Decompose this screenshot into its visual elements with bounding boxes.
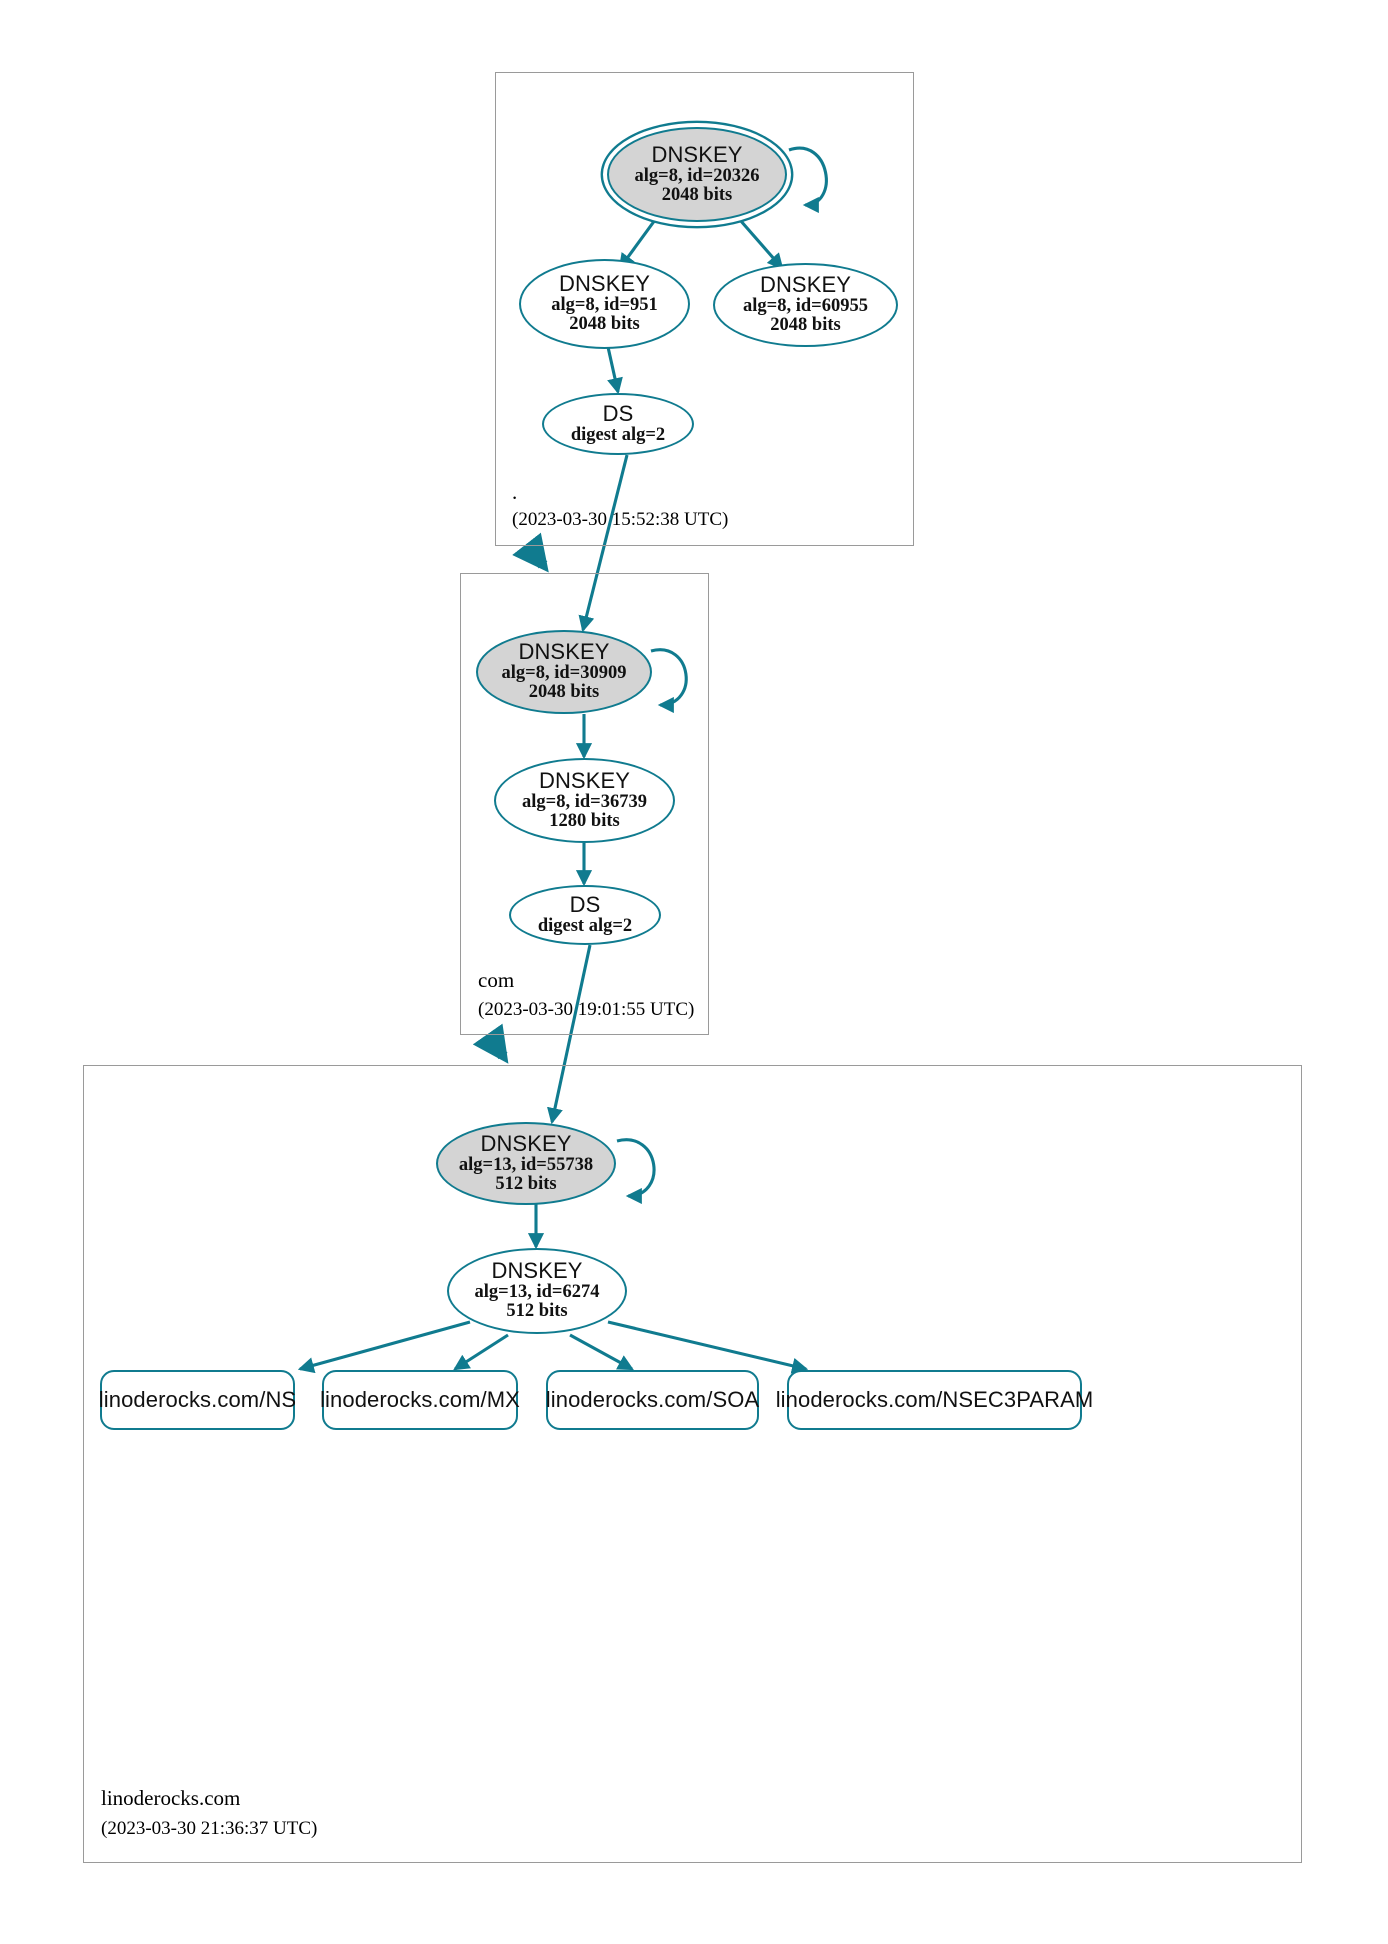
node-com-ksk-30909[interactable]: DNSKEY alg=8, id=30909 2048 bits: [476, 630, 652, 714]
node-size: 1280 bits: [549, 810, 620, 831]
node-size: 2048 bits: [569, 314, 640, 335]
node-root-zsk-951[interactable]: DNSKEY alg=8, id=951 2048 bits: [519, 259, 690, 349]
node-lr-zsk-6274[interactable]: DNSKEY alg=13, id=6274 512 bits: [447, 1248, 627, 1334]
node-title: DS: [569, 891, 601, 917]
node-size: 512 bits: [506, 1301, 568, 1322]
node-detail: alg=8, id=951: [551, 295, 658, 316]
rrset-label: linoderocks.com/MX: [320, 1386, 520, 1412]
node-title: DNSKEY: [651, 141, 743, 167]
edge-delegation-root-to-com: [512, 532, 549, 573]
rrset-label: linoderocks.com/NSEC3PARAM: [775, 1386, 1094, 1412]
node-com-ds[interactable]: DS digest alg=2: [509, 885, 661, 945]
node-title: DNSKEY: [480, 1130, 572, 1156]
node-size: 2048 bits: [528, 682, 600, 703]
node-detail: alg=8, id=60955: [743, 296, 868, 317]
node-detail: digest alg=2: [570, 424, 666, 445]
node-detail: alg=13, id=6274: [474, 1282, 600, 1303]
node-title: DNSKEY: [518, 639, 610, 665]
node-size: 2048 bits: [770, 315, 841, 336]
node-size: 2048 bits: [661, 184, 733, 205]
zone-box-linoderocks: [83, 1065, 1302, 1863]
rrset-linoderocks-soa[interactable]: linoderocks.com/SOA: [546, 1370, 759, 1430]
rrset-linoderocks-ns[interactable]: linoderocks.com/NS: [98, 1370, 297, 1430]
node-detail: alg=8, id=30909: [501, 663, 627, 684]
zone-timestamp-root: (2023-03-30 15:52:38 UTC): [512, 509, 729, 530]
zone-timestamp-com: (2023-03-30 19:01:55 UTC): [478, 999, 695, 1020]
node-com-zsk-36739[interactable]: DNSKEY alg=8, id=36739 1280 bits: [494, 758, 675, 843]
node-size: 512 bits: [495, 1173, 557, 1194]
node-root-zsk-60955[interactable]: DNSKEY alg=8, id=60955 2048 bits: [713, 263, 898, 347]
node-detail: digest alg=2: [537, 915, 633, 936]
zone-label-com: com: [478, 968, 515, 992]
node-root-ksk-20326[interactable]: DNSKEY alg=8, id=20326 2048 bits: [607, 127, 787, 222]
rrset-label: linoderocks.com/NS: [98, 1386, 297, 1412]
rrset-linoderocks-nsec3param[interactable]: linoderocks.com/NSEC3PARAM: [776, 1370, 1093, 1430]
node-title: DNSKEY: [538, 767, 631, 793]
rrset-linoderocks-mx[interactable]: linoderocks.com/MX: [320, 1370, 520, 1430]
zone-label-linoderocks: linoderocks.com: [101, 1786, 241, 1810]
node-detail: alg=8, id=20326: [634, 165, 760, 186]
zone-box-com: [460, 573, 709, 1035]
zone-box-root: [495, 72, 914, 546]
node-title: DNSKEY: [491, 1258, 583, 1284]
zone-timestamp-linoderocks: (2023-03-30 21:36:37 UTC): [101, 1818, 318, 1839]
node-lr-ksk-55738[interactable]: DNSKEY alg=13, id=55738 512 bits: [436, 1122, 616, 1205]
node-detail: alg=13, id=55738: [458, 1154, 594, 1175]
node-title: DNSKEY: [759, 272, 852, 298]
node-title: DS: [602, 400, 634, 426]
node-root-ds[interactable]: DS digest alg=2: [542, 393, 694, 455]
zone-label-root: .: [512, 480, 518, 504]
rrset-label: linoderocks.com/SOA: [545, 1386, 760, 1412]
node-title: DNSKEY: [558, 271, 651, 297]
edge-delegation-com-to-linoderocks: [472, 1023, 509, 1064]
node-detail: alg=8, id=36739: [522, 791, 647, 812]
